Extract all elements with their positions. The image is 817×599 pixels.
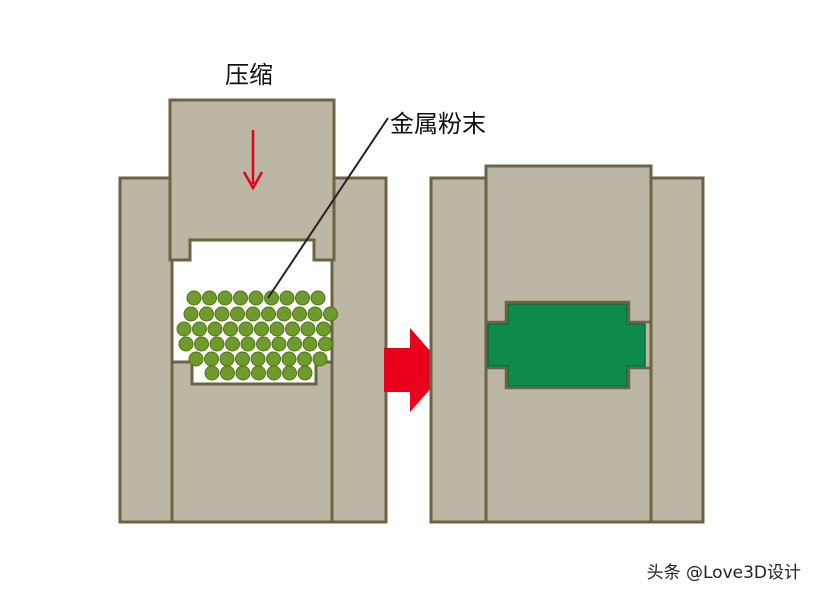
left-die-wall-after <box>429 176 488 524</box>
powder-particle <box>261 306 276 322</box>
powder-particle <box>251 365 266 381</box>
punch-edge-lines <box>486 300 651 390</box>
powder-particle <box>209 336 225 352</box>
powder-particle <box>199 306 214 322</box>
powder-particle <box>192 321 207 337</box>
powder-particle <box>230 306 245 322</box>
left-die-wall <box>118 176 174 524</box>
powder-particle <box>240 336 256 352</box>
powder-particle <box>292 306 307 322</box>
powder-particle <box>178 336 194 352</box>
powder-particle <box>217 290 233 306</box>
powder-particle <box>254 321 269 337</box>
powder-particle <box>207 321 223 337</box>
compacted-part <box>487 303 646 387</box>
powder-particle <box>256 336 271 352</box>
powder-particle <box>282 365 297 381</box>
compress-label: 压缩 <box>225 61 273 89</box>
powder-particle <box>238 321 254 337</box>
powder-leader-line <box>267 117 389 299</box>
powder-particle <box>250 351 266 367</box>
powder-particle <box>176 321 192 337</box>
powder-particle <box>194 336 209 352</box>
powder-particle <box>214 306 230 322</box>
metal-powder-label: 金属粉末 <box>390 110 486 138</box>
powder-particle <box>302 336 318 352</box>
powder-particle <box>188 351 204 367</box>
metal-powder-particles <box>176 290 338 381</box>
powder-particle <box>233 290 248 306</box>
powder-particle <box>310 290 326 306</box>
powder-particle <box>266 351 281 367</box>
powder-particle <box>269 321 285 337</box>
powder-particle <box>183 306 199 322</box>
before-press-assembly <box>118 98 388 524</box>
powder-particle <box>323 306 338 322</box>
powder-particle <box>271 336 287 352</box>
powder-particle <box>220 365 235 381</box>
lower-punch <box>170 360 334 524</box>
process-arrow <box>384 328 447 412</box>
press-direction-arrow <box>242 130 264 191</box>
powder-particle <box>225 336 240 352</box>
powder-particle <box>204 351 219 367</box>
powder-particle <box>281 351 297 367</box>
watermark-text: 头条 @Love3D设计 <box>646 563 801 583</box>
powder-particle <box>297 351 312 367</box>
powder-particle <box>297 365 313 381</box>
powder-particle <box>248 290 264 306</box>
powder-particle <box>279 290 295 306</box>
right-die-wall <box>330 176 388 524</box>
powder-particle <box>287 336 302 352</box>
powder-particle <box>202 290 217 306</box>
powder-particle <box>186 290 202 306</box>
powder-particle <box>307 306 323 322</box>
powder-particle <box>300 321 316 337</box>
powder-particle <box>204 365 220 381</box>
powder-particle <box>285 321 300 337</box>
powder-particle <box>266 365 282 381</box>
powder-particle <box>235 365 251 381</box>
right-die-wall-after <box>649 176 705 524</box>
powder-particle <box>235 351 250 367</box>
powder-particle <box>295 290 310 306</box>
powder-particle <box>312 351 328 367</box>
powder-particle <box>223 321 238 337</box>
powder-particle <box>316 321 331 337</box>
powder-particle <box>276 306 292 322</box>
powder-particle <box>219 351 235 367</box>
powder-particle <box>318 336 333 352</box>
powder-particle <box>245 306 261 322</box>
